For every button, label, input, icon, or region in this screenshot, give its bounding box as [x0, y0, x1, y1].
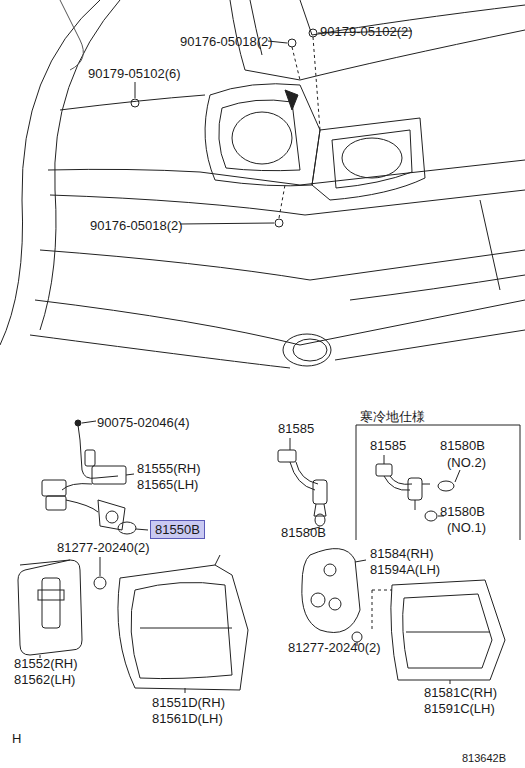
callout-number: 81585: [370, 438, 406, 453]
clip-nut: [94, 577, 106, 589]
bracket: [356, 425, 520, 540]
callout-number: 81565(LH): [137, 477, 198, 492]
callout-number: 81581C(RH): [424, 685, 497, 700]
callout-number: 81585: [278, 421, 314, 436]
highlighted-part-box: 81550B: [150, 520, 205, 539]
callout-number: 81591C(LH): [424, 701, 495, 716]
callout-number: 81580B: [440, 504, 485, 519]
callout-number: 90176-05018(2): [90, 218, 183, 233]
callout-number: (NO.2): [447, 455, 486, 470]
callout-number: H: [12, 731, 21, 746]
callout-number: 81580B: [281, 525, 326, 540]
lamp-body: [372, 580, 505, 684]
callout-number: 81277-20240(2): [57, 540, 150, 555]
callout-number: 81580B: [440, 438, 485, 453]
callout-number: 81555(RH): [137, 461, 201, 476]
callout-number: 81551D(RH): [152, 695, 225, 710]
socket-wire: [278, 438, 327, 530]
callout-number: 90176-05018(2): [180, 34, 273, 49]
socket-harness: [42, 420, 148, 534]
callout-number: 90075-02046(4): [97, 415, 190, 430]
callout-number: 81561D(LH): [152, 711, 223, 726]
callout-number: 寒冷地仕様: [360, 409, 425, 424]
rear-lamps: [205, 84, 425, 200]
callout-number: 81584(RH): [370, 546, 434, 561]
car-body: [0, 0, 525, 368]
lamp-gasket: [18, 560, 82, 658]
callout-number: 81594A(LH): [370, 562, 440, 577]
callout-number: 81562(LH): [14, 672, 75, 687]
lamp-body: [118, 555, 248, 693]
lamp-gasket: [302, 549, 366, 633]
callout-number: (NO.1): [447, 520, 486, 535]
callout-number: 81277-20240(2): [288, 640, 381, 655]
callout-number: 90179-05102(2): [320, 24, 413, 39]
callout-number: 81552(RH): [14, 656, 78, 671]
callout-number: 81550B: [155, 522, 200, 537]
fasteners: [131, 29, 412, 227]
callout-number: 813642B: [462, 751, 506, 766]
callout-number: 90179-05102(6): [88, 66, 181, 81]
